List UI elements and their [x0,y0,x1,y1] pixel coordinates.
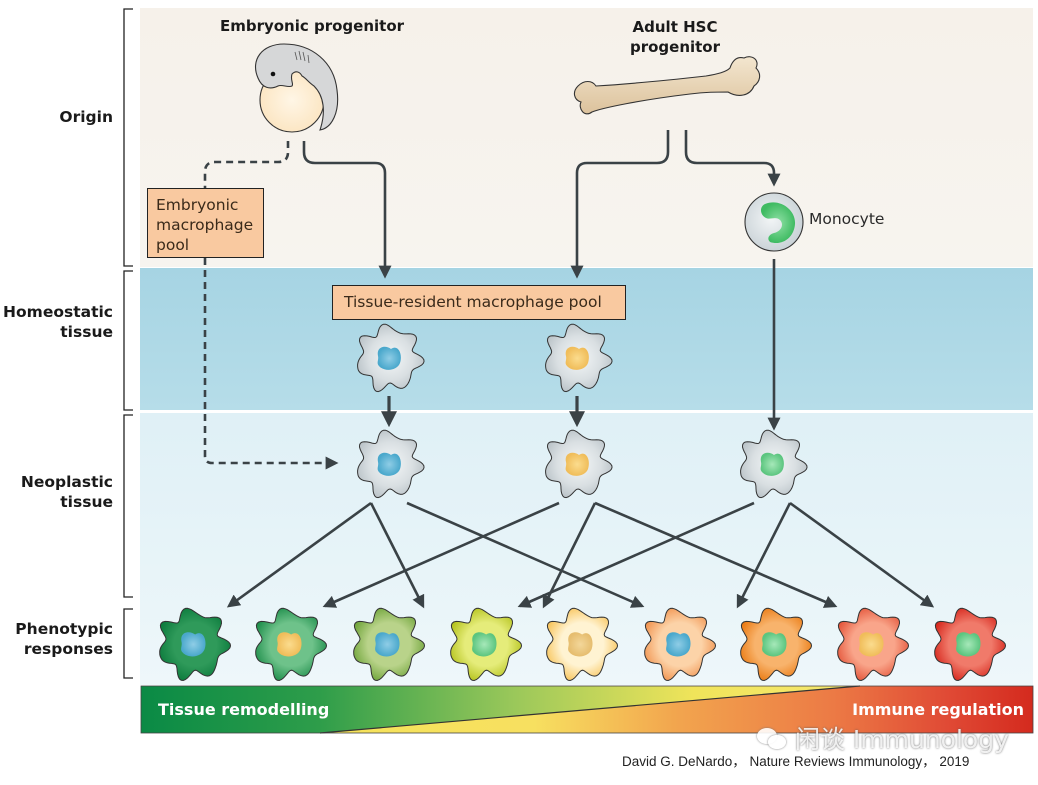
bracket-phenotypic [123,608,133,679]
bracket-neoplastic [123,414,133,598]
edge-neoplastic-1-to-phenotypic-3 [369,502,425,609]
citation: David G. DeNardo， Nature Reviews Immunol… [622,754,970,769]
watermark: 闲谈 Immunology [757,720,1009,756]
embryo-icon [255,43,339,133]
row-label-phenotypic-line1: Phenotypic [15,620,113,638]
cell-nucleus [181,632,206,657]
phenotypic-macrophage-1 [159,607,232,682]
cell-nucleus [377,452,401,476]
edge-neoplastic-1-to-phenotypic-1 [226,501,372,608]
phenotypic-macrophage-8 [837,607,910,682]
tissue-remodelling-label: Tissue remodelling [158,700,330,719]
edge-neoplastic-2-to-phenotypic-5 [542,502,597,609]
cell-nucleus [568,632,593,657]
edge-neoplastic-3-to-phenotypic-7 [736,502,792,609]
embryonic-pool-line3: pool [156,236,190,254]
row-label-origin: Origin [59,108,113,126]
cell-nucleus [956,632,981,657]
origin-connectors [203,130,781,470]
immune-regulation-label: Immune regulation [852,700,1024,719]
phenotypic-macrophage-5 [546,607,619,682]
cell-nucleus [565,452,589,476]
row-label-homeostatic: Homeostatic tissue [3,302,113,342]
cell-nucleus [377,346,401,370]
monocyte-cell [744,192,804,252]
hsc-to-monocyte-arrow [684,130,781,187]
cell-nucleus [277,632,302,657]
edge-neoplastic-2-to-phenotypic-2 [322,501,560,608]
phenotypic-macrophage-6 [644,607,717,682]
embryonic-progenitor-title: Embryonic progenitor [219,17,405,35]
bracket-origin [123,8,133,267]
edge-neoplastic-3-to-phenotypic-4 [517,501,755,608]
phenotypic-macrophage-3 [353,607,426,682]
homeostatic-macrophage-2 [545,323,613,393]
row-label-phenotypic-line2: responses [23,640,113,658]
bone-icon [573,56,761,115]
homeostatic-macrophage-1 [357,323,425,393]
embryonic-pool-line2: macrophage [156,216,254,234]
watermark-text: 闲谈 Immunology [794,725,1009,754]
phenotypic-macrophage-7 [740,607,813,682]
row-label-neoplastic: Neoplastic tissue [21,472,113,512]
row-brackets [123,8,133,679]
cell-nucleus [375,632,400,657]
row-label-neoplastic-line2: tissue [60,493,113,511]
row-label-phenotypic: Phenotypic responses [15,619,113,659]
homeostatic-connectors [381,396,585,428]
cell-nucleus [565,346,589,370]
embryo-to-tissue-resident-arrow [302,141,392,279]
edge-neoplastic-1-to-phenotypic-6 [406,501,645,608]
adult-hsc-title: Adult HSC progenitor [600,17,750,57]
monocyte-label: Monocyte [809,210,885,228]
neoplastic-macrophage-3 [740,429,808,499]
cell-nucleus [859,632,884,657]
adult-hsc-title-line2: progenitor [629,38,721,56]
edge-neoplastic-3-to-phenotypic-9 [789,501,935,608]
dashed-embryonic-path-lower [203,258,339,470]
hsc-to-tissue-resident-arrow [570,130,670,279]
row-label-homeostatic-line1: Homeostatic [3,303,113,321]
cell-nucleus [472,632,497,657]
phenotype-edges [226,501,935,609]
row-label-homeostatic-line2: tissue [60,323,113,341]
cell-nucleus [760,452,784,476]
bracket-homeostatic [123,270,133,411]
phenotypic-macrophage-4 [450,607,523,682]
embryonic-macrophage-pool: Embryonic macrophage pool [147,188,264,258]
tissue-resident-macrophage-pool: Tissue-resident macrophage pool [332,285,626,320]
embryonic-pool-line1: Embryonic [156,196,239,214]
edge-neoplastic-2-to-phenotypic-8 [594,501,838,608]
neoplastic-macrophage-1 [357,429,425,499]
cell-nucleus [762,632,787,657]
phenotypic-macrophage-2 [255,607,328,682]
spectrum-bar [140,685,1034,734]
neoplastic-macrophage-2 [545,429,613,499]
phenotypic-macrophage-9 [934,607,1007,682]
wechat-icon [757,727,787,751]
adult-hsc-title-line1: Adult HSC [632,18,718,36]
dashed-embryonic-path [203,141,290,188]
cells-layer [159,323,1007,682]
row-label-neoplastic-line1: Neoplastic [20,473,113,491]
cell-nucleus [666,632,691,657]
